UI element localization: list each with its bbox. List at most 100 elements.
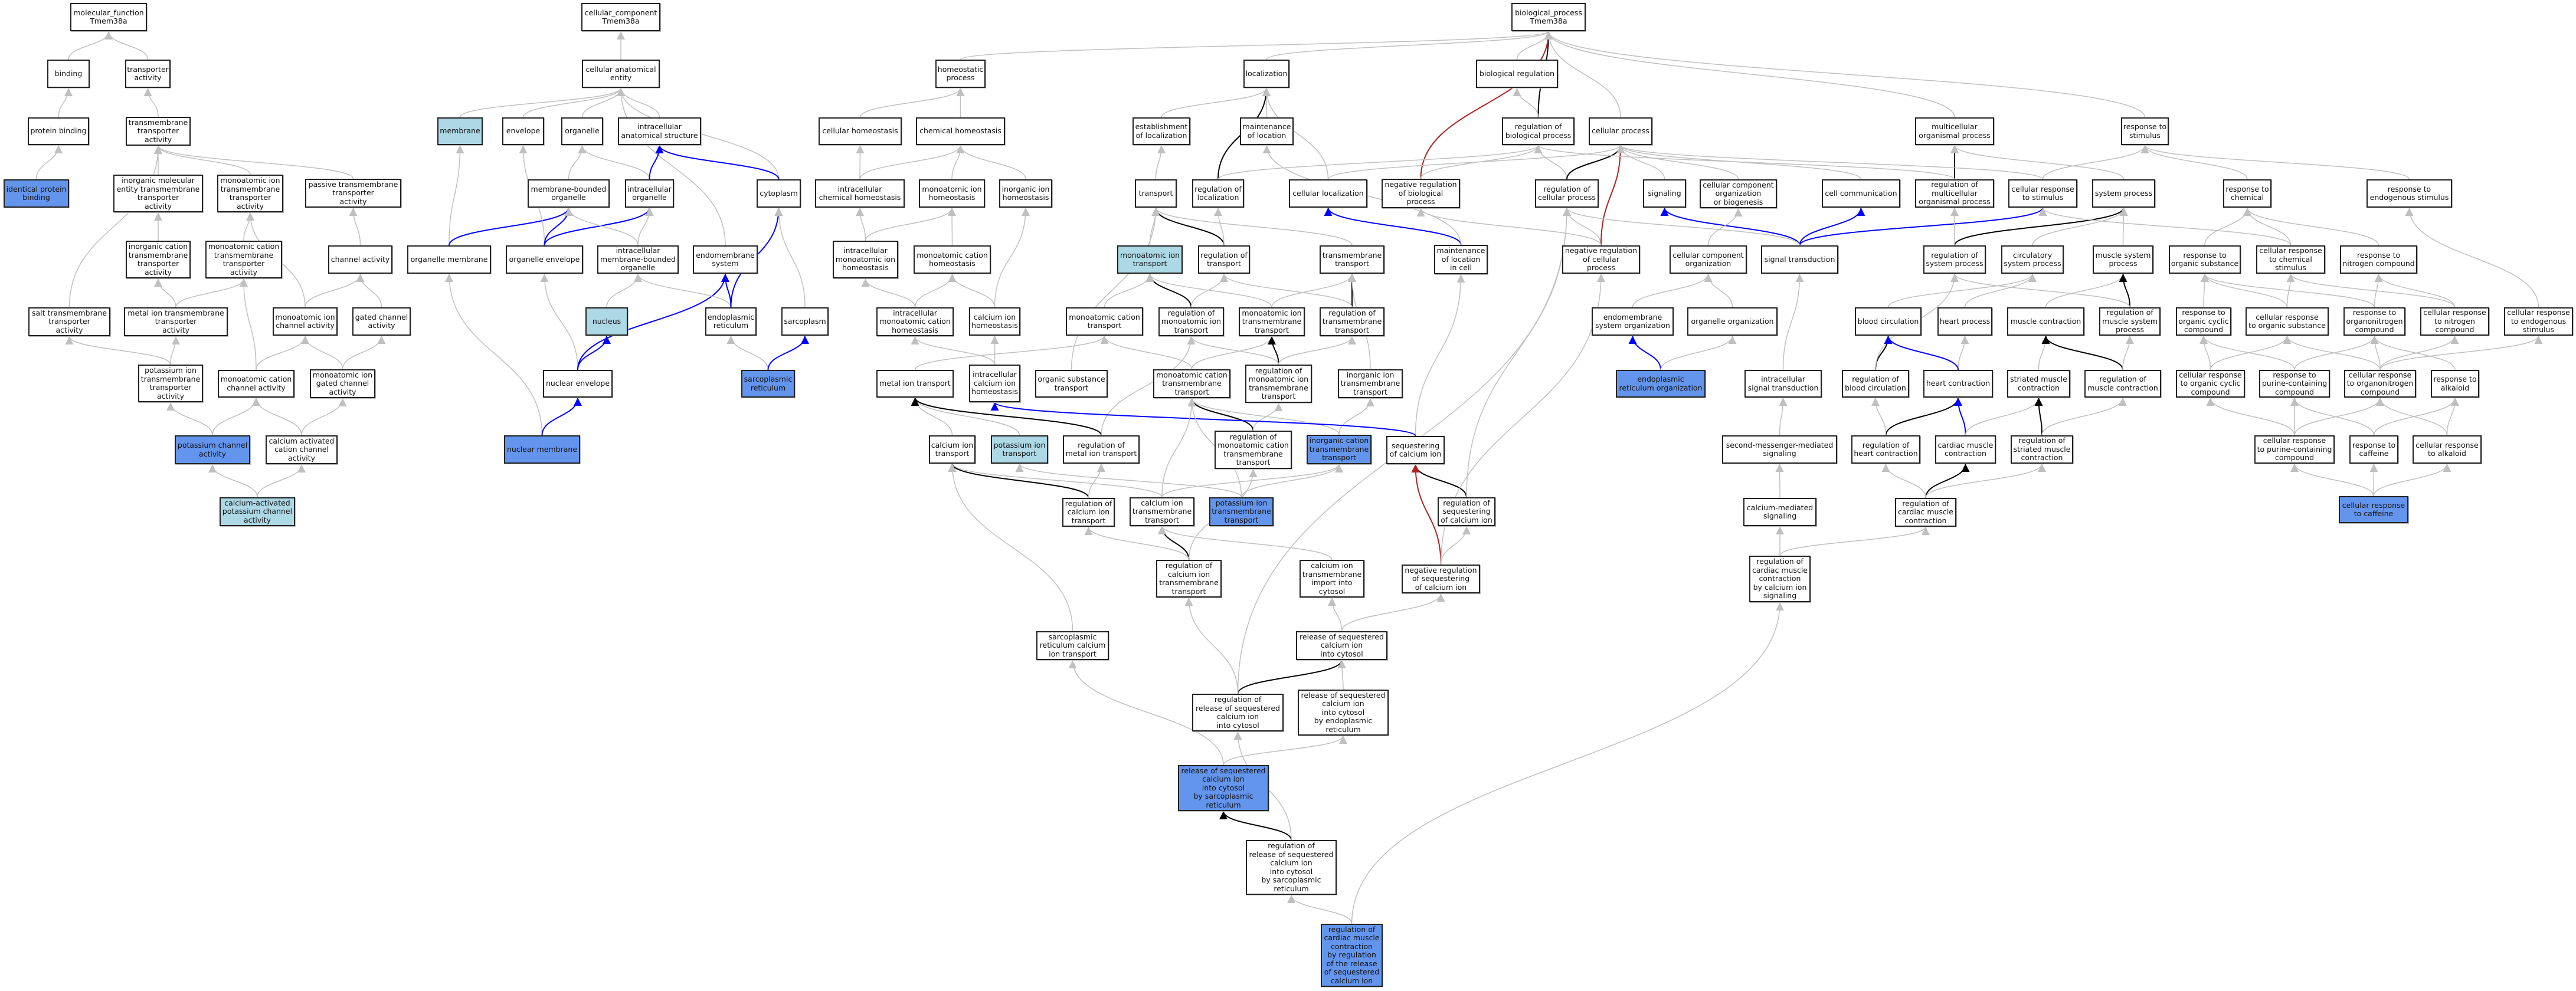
edge-is-a-ch-to-hp bbox=[859, 87, 965, 118]
edge-is-a-kitta-to-mitma bbox=[170, 336, 180, 365]
go-term-node-cae: cellular anatomical entity bbox=[582, 60, 660, 88]
edge-is-a-rsc-to-nrsci bbox=[1341, 593, 1445, 632]
go-term-node-rtcaf: response to caffeine bbox=[2349, 435, 2398, 464]
edge-is-a-crs-to-rts bbox=[2042, 145, 2149, 180]
edge-regulates-rsci-to-sci bbox=[1411, 464, 1467, 498]
go-term-node-csp: circulatory system process bbox=[2001, 245, 2064, 274]
edge-is-a-ta-to-mf bbox=[104, 31, 149, 60]
go-term-node-cco: cellular component organization bbox=[1670, 245, 1747, 274]
edge-is-a-cacca-to-mcca bbox=[252, 397, 302, 436]
edge-is-a-msp-to-sp bbox=[2119, 207, 2128, 246]
edge-regulates-rmiont-to-miont bbox=[1145, 273, 1192, 308]
edge-is-a-rts-to-bp bbox=[1544, 31, 2146, 118]
edge-is-a-mitt-to-tt bbox=[1271, 273, 1356, 308]
edge-is-a-ne-to-oe bbox=[540, 273, 578, 370]
edge-is-a-rtnc-to-rtc bbox=[2243, 207, 2379, 246]
edge-is-a-cacca-to-migca bbox=[301, 398, 347, 436]
go-term-node-ero: endoplasmic reticulum organization bbox=[1616, 370, 1706, 398]
edge-is-a-crtonc-to-crtes bbox=[2379, 335, 2543, 370]
edge-is-a-rsmc-to-rmc bbox=[2041, 397, 2127, 436]
edge-is-a-ichemh-to-chemh bbox=[859, 145, 965, 180]
go-term-node-ipb: identical protein binding bbox=[4, 179, 69, 208]
edge-is-a-imbo-to-mbo bbox=[564, 207, 639, 246]
go-term-node-transport: transport bbox=[1135, 179, 1177, 208]
edge-regulates-rrscsr-to-rscsr bbox=[1219, 810, 1292, 841]
edge-is-a-crta-to-rta bbox=[2446, 397, 2459, 436]
go-term-node-rtocc: response to organic cyclic compound bbox=[2176, 307, 2231, 336]
go-term-node-hc: heart contraction bbox=[1923, 370, 1993, 398]
edge-is-a-mica-to-ca bbox=[305, 273, 365, 308]
edge-is-a-tmta-to-ta bbox=[143, 87, 159, 117]
edge-part-of-sr-to-sarcoplasm bbox=[767, 335, 809, 370]
go-term-node-rcmc: regulation of cardiac muscle contraction bbox=[1895, 498, 1956, 527]
go-term-node-hproc: heart process bbox=[1937, 307, 1992, 336]
edge-is-a-rsc-to-citic bbox=[1328, 597, 1343, 632]
edge-part-of-st-to-crs bbox=[1799, 207, 2047, 246]
edge-is-a-hc-to-hproc bbox=[1958, 335, 1969, 370]
go-term-node-crtonc: cellular response to organonitrogen comp… bbox=[2344, 370, 2416, 398]
edge-is-a-rtes-to-rts bbox=[2140, 145, 2410, 180]
edge-is-a-rcmcrr-to-rrscsr bbox=[1287, 894, 1353, 924]
go-term-node-mcta: monoatomic cation transmembrane transpor… bbox=[205, 241, 282, 278]
edge-part-of-cyto-to-ias bbox=[655, 145, 780, 180]
edge-is-a-csp-to-sp bbox=[2032, 207, 2128, 246]
edge-regulates-rsp-to-sp bbox=[1954, 207, 2128, 246]
go-term-node-rtc: response to chemical bbox=[2223, 179, 2271, 208]
go-term-node-sarcoplasm: sarcoplasm bbox=[781, 307, 829, 336]
edge-is-a-crta-to-crtonc bbox=[2376, 397, 2448, 436]
edge-part-of-st-to-signaling bbox=[1660, 207, 1801, 246]
edge-is-a-cco-to-ccob bbox=[1707, 208, 1743, 246]
edge-is-a-citt-to-ictt bbox=[1161, 464, 1343, 498]
go-term-node-rmsp: regulation of muscle system process bbox=[2099, 307, 2161, 336]
edge-is-a-kitt-to-ictt bbox=[1240, 464, 1343, 498]
edge-is-a-cih-to-iih bbox=[994, 207, 1030, 308]
edge-is-a-rtcaf-to-rtpc bbox=[2290, 397, 2375, 436]
go-term-node-msp: muscle system process bbox=[2093, 245, 2153, 274]
edge-is-a-nrcp-to-nrbp bbox=[1416, 208, 1602, 246]
edge-part-of-cmc-to-hc bbox=[1954, 397, 1966, 436]
go-term-node-nm: nuclear membrane bbox=[504, 435, 580, 464]
edge-is-a-cl-to-cp bbox=[1327, 145, 1625, 180]
go-term-node-rsci: regulation of sequestering of calcium io… bbox=[1438, 497, 1495, 526]
edge-is-a-rtocc-to-rtos bbox=[2200, 273, 2209, 308]
edge-is-a-rscer-to-rsc bbox=[1337, 659, 1346, 690]
edge-is-a-crtes-to-rtes bbox=[2405, 207, 2539, 308]
edge-is-a-cl-to-loc bbox=[1262, 87, 1329, 180]
go-term-node-loc: localization bbox=[1243, 60, 1289, 88]
go-term-node-br: biological regulation bbox=[1476, 60, 1558, 88]
go-term-node-rbc: regulation of blood circulation bbox=[1842, 370, 1909, 398]
go-term-node-sr: sarcoplasmic reticulum bbox=[741, 370, 795, 398]
edge-is-a-rtc-to-rts bbox=[2140, 145, 2248, 180]
go-term-node-bp: biological_process Tmem38a bbox=[1511, 3, 1586, 31]
go-term-node-nrbp: negative regulation of biological proces… bbox=[1382, 179, 1460, 208]
edge-is-a-binding-to-mf bbox=[68, 31, 113, 60]
edge-is-a-rmsp-to-rsp bbox=[1950, 273, 2130, 308]
edge-is-a-mbo-to-organelle bbox=[568, 145, 587, 180]
go-term-node-oo: organelle organization bbox=[1687, 307, 1778, 336]
edge-regulates-rhc-to-hc bbox=[1885, 397, 1962, 436]
edge-negatively-regulates-nrbp-to-bp bbox=[1420, 31, 1553, 179]
go-term-node-mbo: membrane-bounded organelle bbox=[528, 179, 610, 208]
edge-regulates-rcmc-to-cmc bbox=[1925, 463, 1970, 498]
go-term-node-rtos: response to organic substance bbox=[2169, 245, 2241, 274]
edge-is-a-cmc-to-smc bbox=[1965, 397, 2043, 436]
edge-is-a-envelope-to-cae bbox=[522, 87, 625, 118]
edge-is-a-ipb-to-pb bbox=[35, 145, 63, 180]
edge-is-a-citt-to-cit bbox=[948, 463, 1163, 498]
go-term-node-migca: monoatomic ion gated channel activity bbox=[310, 369, 375, 398]
edge-part-of-st-to-ccomm bbox=[1799, 207, 1865, 246]
go-term-node-mih: monoatomic ion homeostasis bbox=[919, 179, 985, 208]
edge-is-a-rhc-to-rbc bbox=[1871, 397, 1887, 436]
edge-is-a-gca-to-ca bbox=[356, 273, 382, 308]
edge-is-a-imbo-to-io bbox=[637, 207, 654, 246]
edge-is-a-rtpc-to-rtocc bbox=[2199, 335, 2295, 370]
edge-is-a-mctt-to-mct bbox=[1100, 335, 1193, 370]
edge-is-a-citt-to-mctt bbox=[1161, 398, 1196, 498]
edge-is-a-rcmc-to-rsmc bbox=[1925, 463, 2046, 498]
edge-part-of-ero-to-eso bbox=[1628, 335, 1661, 370]
go-term-node-icih: intracellular calcium ion homeostasis bbox=[969, 365, 1020, 402]
edge-is-a-mcca-to-mica bbox=[256, 335, 309, 370]
edge-regulates-rmit-to-mit bbox=[911, 397, 1102, 436]
go-term-node-cacca: calcium activated cation channel activit… bbox=[266, 435, 338, 464]
go-term-node-cit: calcium ion transport bbox=[929, 435, 976, 464]
